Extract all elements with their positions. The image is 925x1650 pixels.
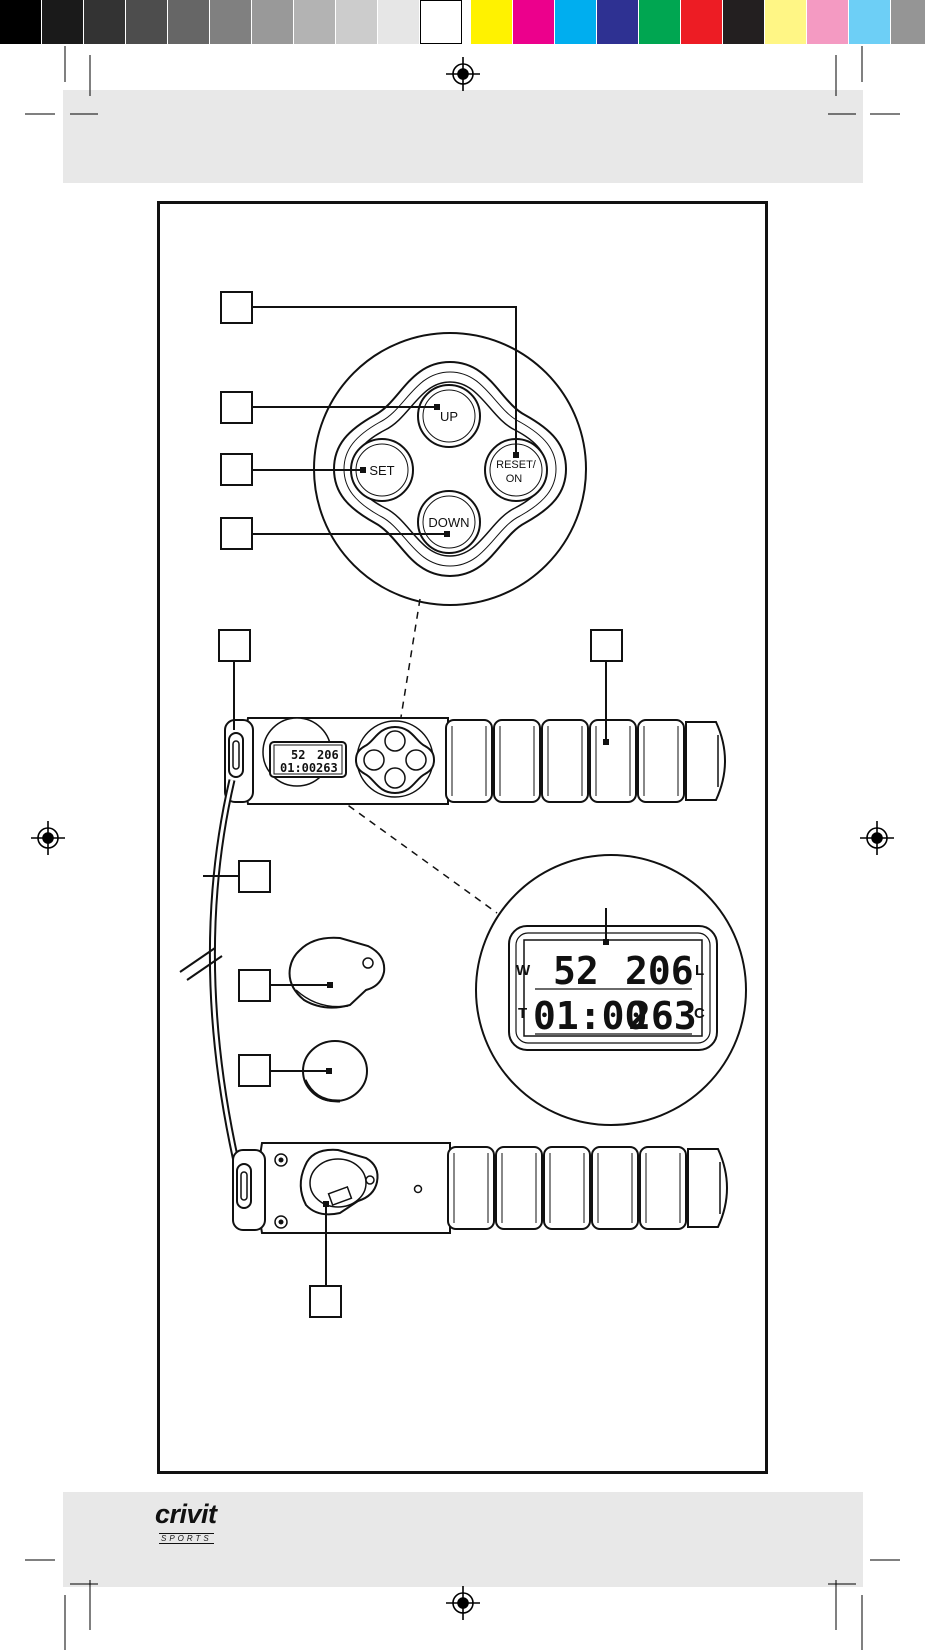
gray-scale-bar <box>0 0 462 44</box>
reset-on-button[interactable]: RESET/ ON <box>484 438 548 502</box>
gray-swatch <box>168 0 210 44</box>
callout-box <box>238 969 271 1002</box>
callout-box <box>220 391 253 424</box>
color-swatch <box>639 0 681 44</box>
color-swatch <box>723 0 765 44</box>
callout-box <box>309 1285 342 1318</box>
callout-box <box>238 1054 271 1087</box>
handle-with-display: 52 206 01:00 263 <box>224 717 726 805</box>
gray-swatch <box>336 0 378 44</box>
mini-display-weight: 52 <box>291 748 305 762</box>
brand-name: crivit <box>155 1499 217 1529</box>
up-button[interactable]: UP <box>417 384 481 448</box>
color-swatch <box>765 0 807 44</box>
set-button-label: SET <box>369 463 394 478</box>
gray-swatch <box>84 0 126 44</box>
registration-mark <box>446 1586 480 1620</box>
brand-logo: crivit SPORTS <box>155 1500 217 1546</box>
gray-swatch <box>294 0 336 44</box>
gray-swatch <box>0 0 42 44</box>
registration-mark <box>31 821 65 855</box>
lcd-weight-label: W <box>516 962 531 979</box>
gray-swatch <box>252 0 294 44</box>
coin-battery <box>270 1040 368 1103</box>
lcd-length-value: 206 <box>625 949 694 993</box>
callout-box <box>238 860 271 893</box>
lcd-time-label: T <box>518 1005 527 1022</box>
lcd-count-label: C <box>694 1005 705 1022</box>
keypad-housing <box>332 360 568 578</box>
gray-swatch <box>210 0 252 44</box>
callout-box <box>220 517 253 550</box>
color-swatch <box>513 0 555 44</box>
brand-subtitle: SPORTS <box>159 1533 214 1544</box>
header-band <box>63 90 863 183</box>
footer-band <box>63 1492 863 1587</box>
color-swatch <box>597 0 639 44</box>
reset-button-label: RESET/ <box>496 459 537 471</box>
color-swatch <box>555 0 597 44</box>
lcd-count-value: 263 <box>628 994 697 1038</box>
registration-mark <box>446 57 480 91</box>
handle-battery-compartment <box>232 1142 728 1286</box>
color-swatch <box>849 0 891 44</box>
gray-swatch <box>420 0 462 44</box>
callout-box <box>590 629 623 662</box>
down-button-label: DOWN <box>428 515 469 530</box>
battery-cover <box>270 936 386 1009</box>
lcd-time-value: 01:00 <box>533 994 647 1038</box>
lcd-length-label: L <box>695 962 704 979</box>
color-swatch <box>807 0 849 44</box>
mini-display-count: 263 <box>316 761 338 775</box>
gray-swatch <box>42 0 84 44</box>
product-diagram: UP SET RESET/ ON DOWN <box>179 291 747 1318</box>
mini-display-time: 01:00 <box>280 761 316 775</box>
up-button-label: UP <box>440 409 458 424</box>
color-swatch <box>681 0 723 44</box>
gray-swatch <box>378 0 420 44</box>
down-button[interactable]: DOWN <box>417 490 481 554</box>
illustration-panel: UP SET RESET/ ON DOWN <box>157 201 768 1474</box>
process-color-bar <box>471 0 925 44</box>
callout-box <box>218 629 251 662</box>
color-swatch <box>471 0 513 44</box>
color-swatch <box>891 0 925 44</box>
registration-mark <box>860 821 894 855</box>
callout-box <box>220 453 253 486</box>
mini-display-length: 206 <box>317 748 339 762</box>
callout-box <box>220 291 253 324</box>
lcd-weight-value: 52 <box>553 949 599 993</box>
on-button-label: ON <box>506 473 523 485</box>
gray-swatch <box>126 0 168 44</box>
